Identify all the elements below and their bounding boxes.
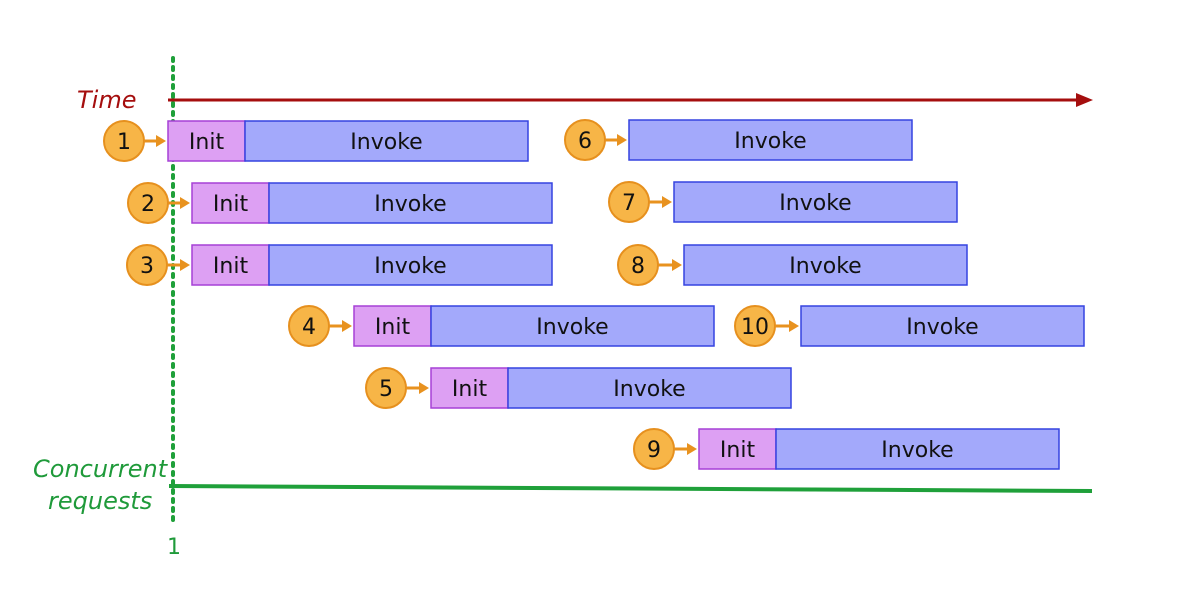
- invoke-label: Invoke: [779, 191, 851, 216]
- invoke-segment: [800, 305, 1085, 347]
- request-arrowhead: [672, 259, 682, 271]
- init-label: Init: [720, 438, 756, 463]
- init-label: Init: [375, 315, 411, 340]
- invoke-segment: [683, 244, 968, 286]
- init-label: Init: [452, 377, 488, 402]
- request-number: 8: [631, 254, 645, 279]
- time-axis-arrowhead: [1076, 93, 1093, 107]
- invoke-segment: [507, 367, 792, 409]
- init-segment: [191, 244, 270, 286]
- init-segment: [698, 428, 777, 470]
- invoke-segment: [268, 244, 553, 286]
- request-arrowhead: [687, 443, 697, 455]
- invoke-label: Invoke: [350, 130, 422, 155]
- invoke-label: Invoke: [734, 129, 806, 154]
- request-number: 1: [117, 130, 131, 155]
- request-arrowhead: [662, 196, 672, 208]
- invoke-label: Invoke: [613, 377, 685, 402]
- request-number: 3: [140, 254, 154, 279]
- invoke-segment: [628, 119, 913, 161]
- request-row-1: 1 Init Invoke: [103, 120, 529, 162]
- init-segment: [167, 120, 246, 162]
- request-arrowhead: [419, 382, 429, 394]
- request-number: 7: [622, 191, 636, 216]
- request-number: 2: [141, 192, 155, 217]
- request-arrowhead: [342, 320, 352, 332]
- request-arrowhead: [156, 135, 166, 147]
- invoke-segment: [244, 120, 529, 162]
- request-arrowhead: [789, 320, 799, 332]
- invoke-segment: [430, 305, 715, 347]
- concurrent-requests-line: [168, 484, 1093, 493]
- request-arrowhead: [617, 134, 627, 146]
- request-row-5: 5 Init Invoke: [365, 367, 792, 409]
- invoke-label: Invoke: [374, 254, 446, 279]
- invoke-label: Invoke: [536, 315, 608, 340]
- request-row-9: 9 Init Invoke: [633, 428, 1060, 470]
- request-row-4: 4 Init Invoke: [288, 305, 715, 347]
- request-row-6: 6 Invoke: [564, 119, 913, 161]
- request-row-8: 8 Invoke: [617, 244, 968, 286]
- init-segment: [353, 305, 432, 347]
- concurrent-requests-label-line2: requests: [48, 487, 152, 515]
- concurrency-marker-value: 1: [167, 535, 181, 560]
- request-number: 5: [379, 377, 393, 402]
- init-label: Init: [213, 192, 249, 217]
- request-number: 10: [741, 315, 769, 340]
- time-axis-label: Time: [77, 86, 136, 114]
- request-number: 9: [647, 438, 661, 463]
- init-label: Init: [213, 254, 249, 279]
- request-number: 4: [302, 315, 316, 340]
- init-segment: [430, 367, 509, 409]
- invoke-label: Invoke: [881, 438, 953, 463]
- invoke-label: Invoke: [906, 315, 978, 340]
- request-row-10: 10 Invoke: [734, 305, 1085, 347]
- request-number: 6: [578, 129, 592, 154]
- invoke-segment: [673, 181, 958, 223]
- request-arrowhead: [180, 197, 190, 209]
- invoke-label: Invoke: [789, 254, 861, 279]
- invoke-segment: [268, 182, 553, 224]
- init-label: Init: [189, 130, 225, 155]
- invoke-label: Invoke: [374, 192, 446, 217]
- request-arrowhead: [180, 259, 190, 271]
- request-row-7: 7 Invoke: [608, 181, 958, 223]
- request-row-3: 3 Init Invoke: [126, 244, 553, 286]
- request-row-2: 2 Init Invoke: [127, 182, 553, 224]
- concurrent-requests-label: Concurrent: [33, 455, 169, 483]
- invoke-segment: [775, 428, 1060, 470]
